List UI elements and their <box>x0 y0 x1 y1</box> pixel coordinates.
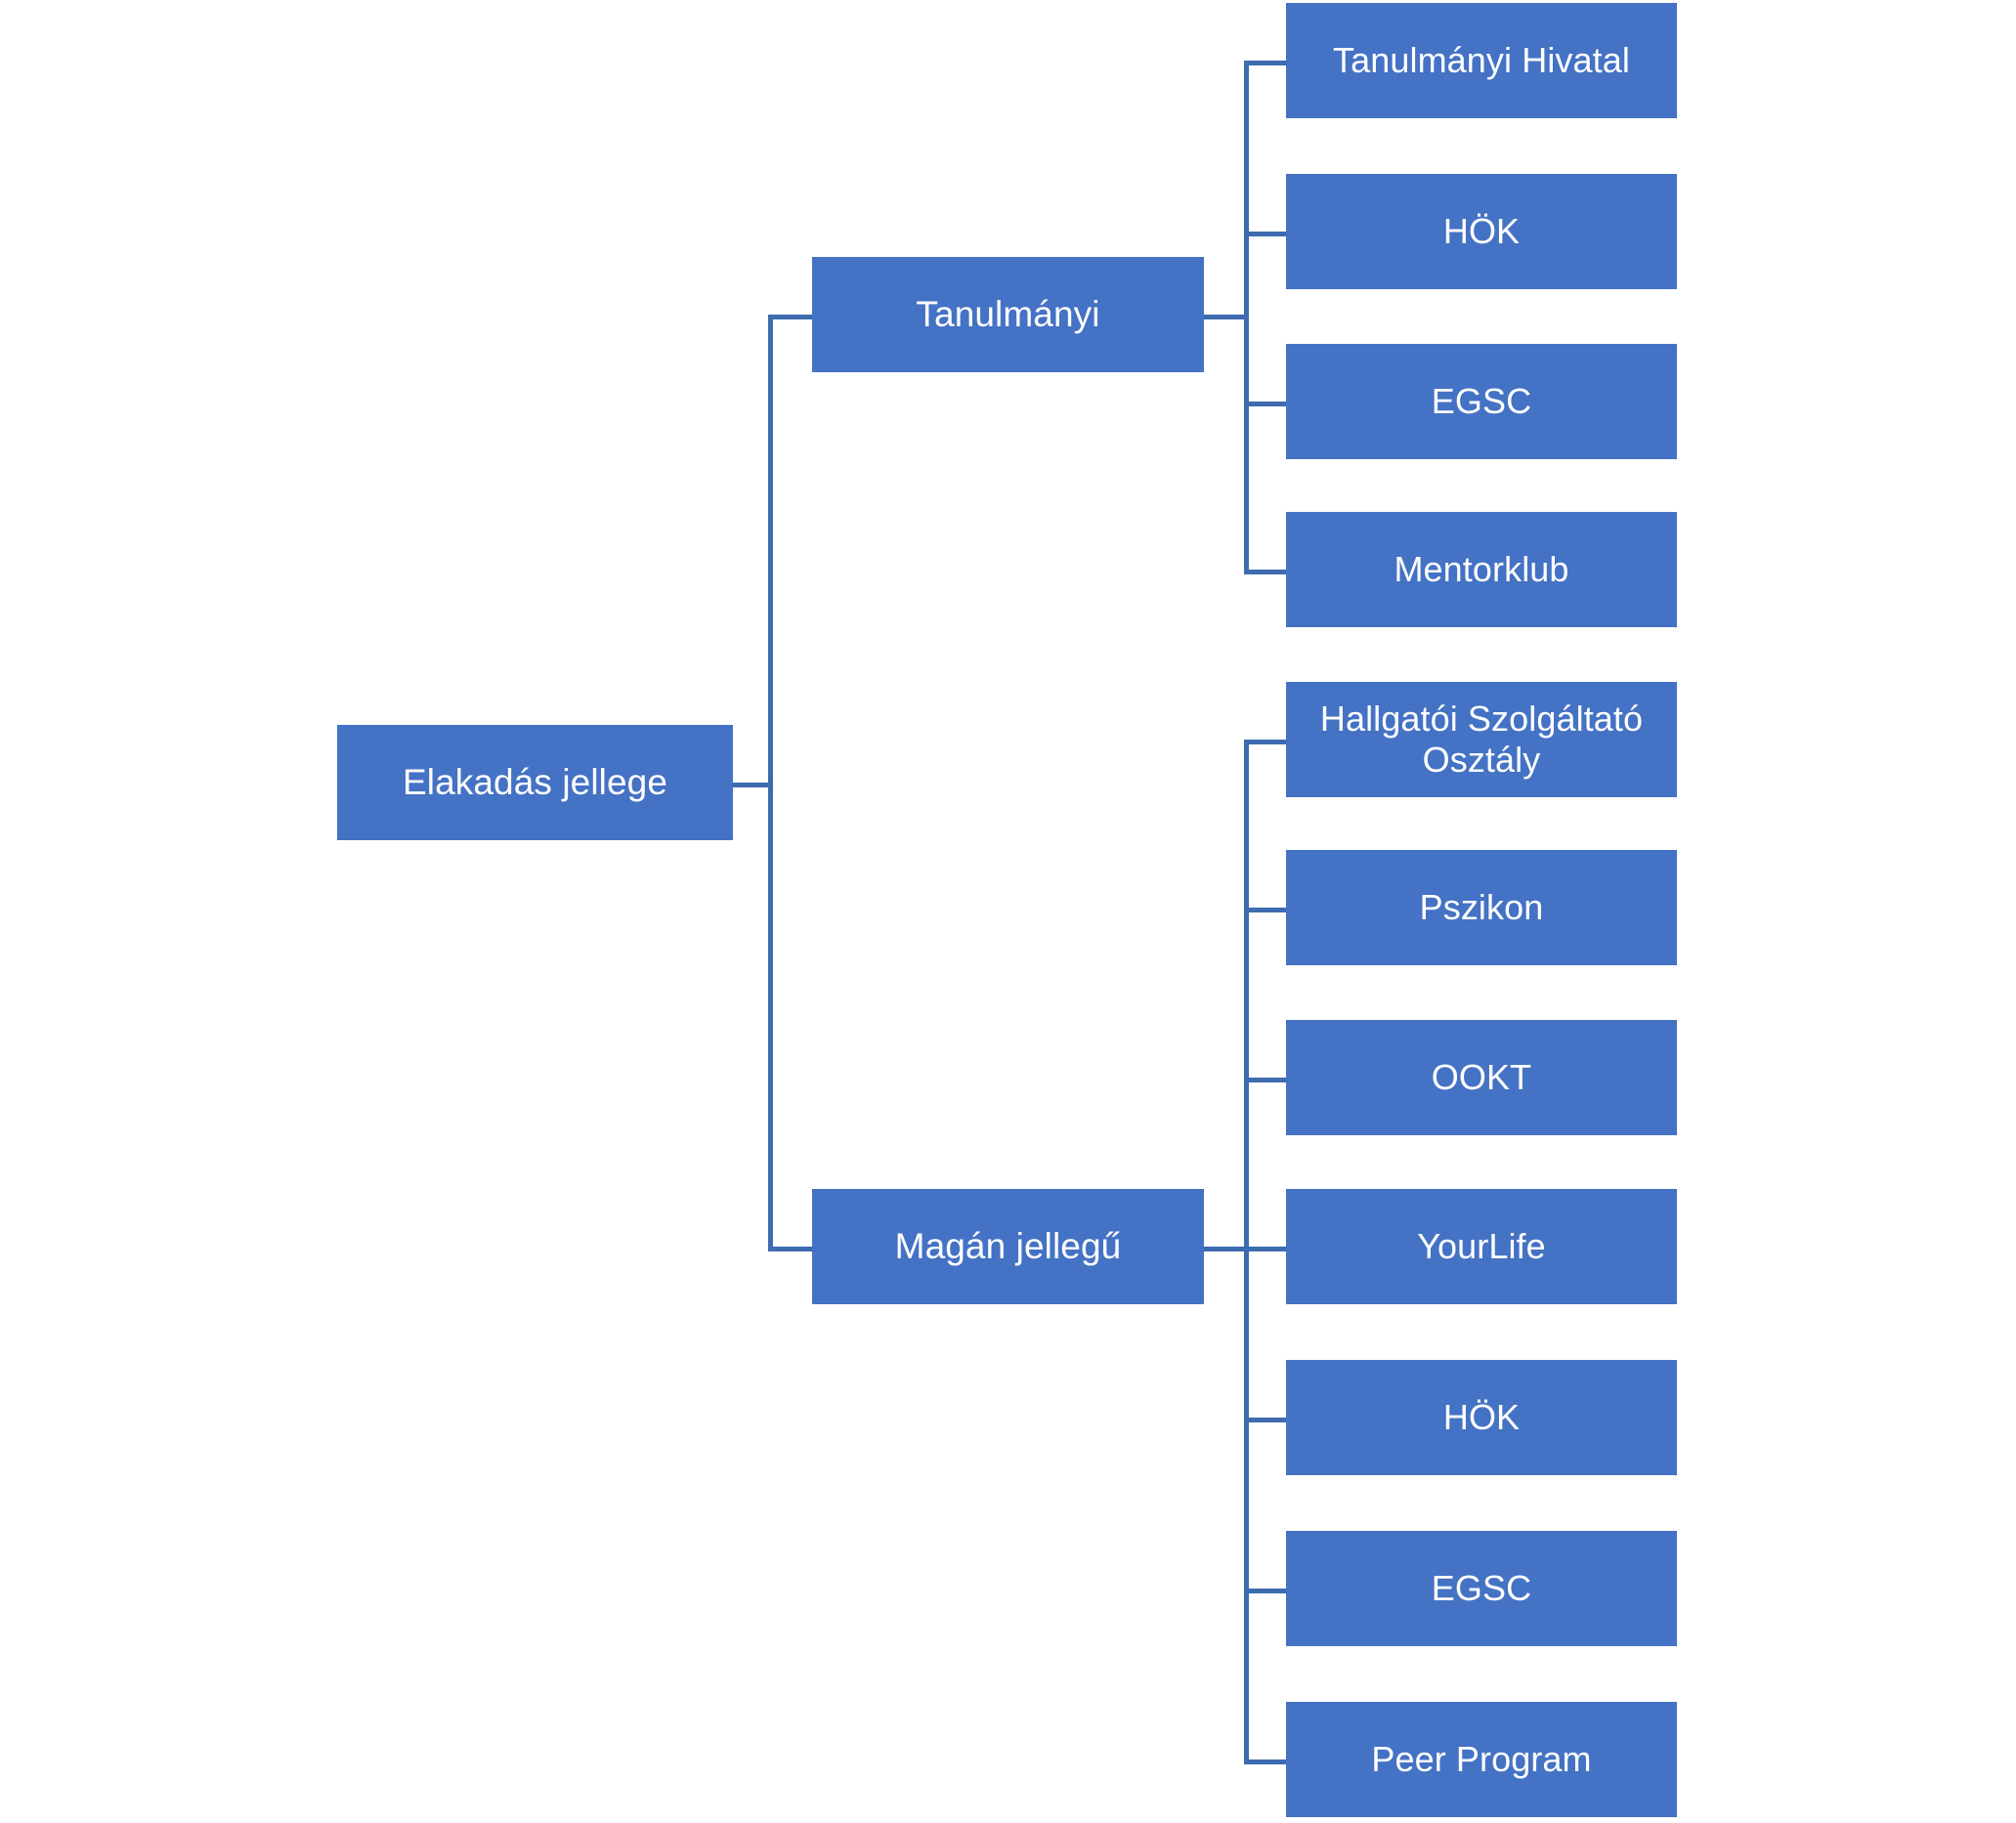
connector-tanulmanyi-stub <box>1204 315 1249 319</box>
node-leaf-yourlife[interactable]: YourLife <box>1286 1189 1677 1304</box>
connector-magan-child-4 <box>1244 1247 1287 1251</box>
connector-root-to-tanulmanyi <box>768 315 813 319</box>
node-leaf-hok-magan[interactable]: HÖK <box>1286 1360 1677 1475</box>
connector-magan-stub <box>1204 1247 1249 1251</box>
connector-root-bus <box>768 315 773 1251</box>
node-leaf-ookt[interactable]: OOKT <box>1286 1020 1677 1135</box>
node-branch-magan-jellegu[interactable]: Magán jellegű <box>812 1189 1204 1304</box>
connector-magan-child-3 <box>1244 1078 1287 1082</box>
connector-root-to-magan <box>768 1247 813 1251</box>
connector-tanulmanyi-child-1 <box>1244 61 1287 65</box>
node-leaf-hok-tanulmanyi[interactable]: HÖK <box>1286 174 1677 289</box>
node-leaf-egsc-tanulmanyi[interactable]: EGSC <box>1286 344 1677 459</box>
connector-root-stub <box>733 783 772 787</box>
connector-magan-child-2 <box>1244 908 1287 912</box>
connector-magan-child-7 <box>1244 1759 1287 1764</box>
connector-tanulmanyi-bus <box>1244 61 1249 570</box>
node-leaf-pszikon[interactable]: Pszikon <box>1286 850 1677 965</box>
node-branch-tanulmanyi[interactable]: Tanulmányi <box>812 257 1204 372</box>
connector-magan-child-5 <box>1244 1418 1287 1422</box>
node-leaf-egsc-magan[interactable]: EGSC <box>1286 1531 1677 1646</box>
node-leaf-hallgatoi-szolgaltato-osztaly[interactable]: Hallgatói Szolgáltató Osztály <box>1286 682 1677 797</box>
node-leaf-peer-program[interactable]: Peer Program <box>1286 1702 1677 1817</box>
connector-tanulmanyi-child-2 <box>1244 232 1287 236</box>
connector-magan-child-6 <box>1244 1589 1287 1593</box>
connector-tanulmanyi-child-4 <box>1244 570 1287 574</box>
node-root-elakadas-jellege[interactable]: Elakadás jellege <box>337 725 733 840</box>
node-leaf-tanulmanyi-hivatal[interactable]: Tanulmányi Hivatal <box>1286 3 1677 118</box>
connector-tanulmanyi-child-3 <box>1244 402 1287 406</box>
node-leaf-mentorklub[interactable]: Mentorklub <box>1286 512 1677 627</box>
connector-magan-child-1 <box>1244 740 1287 744</box>
